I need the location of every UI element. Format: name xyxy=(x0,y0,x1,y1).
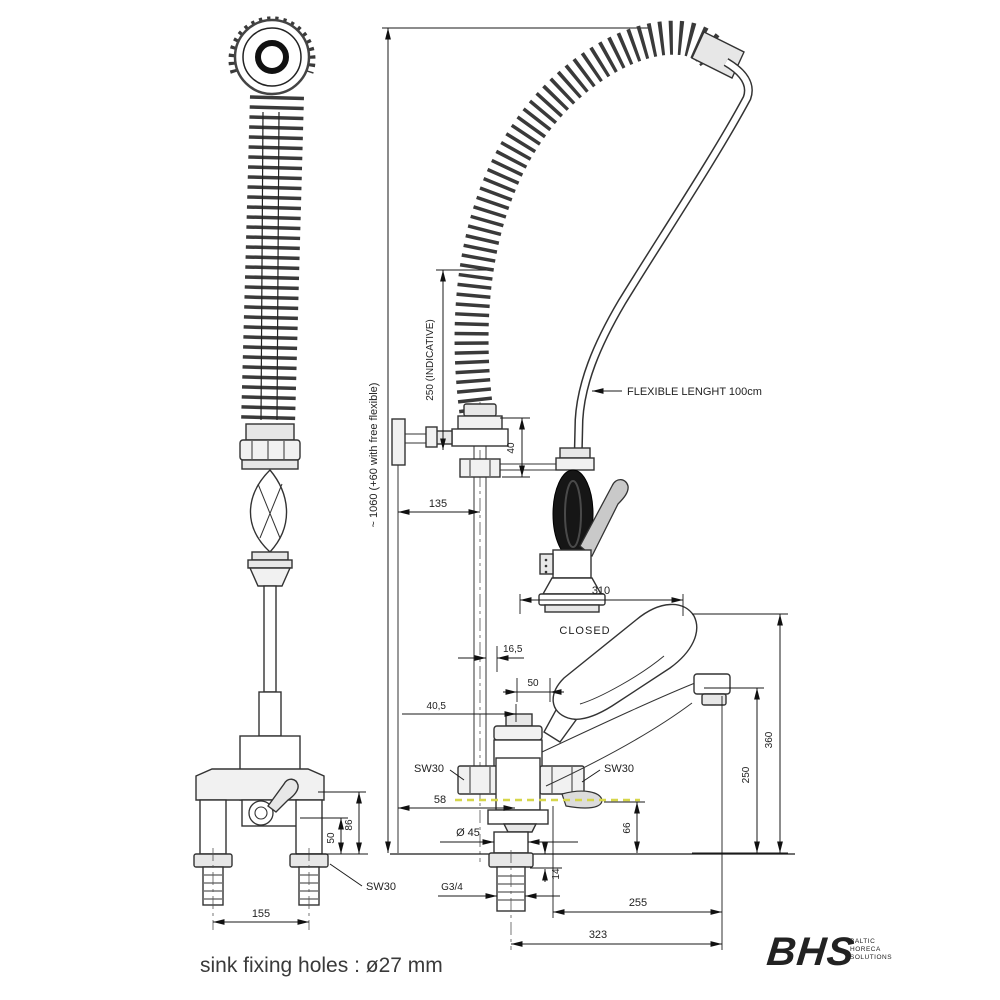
rigid-spout-tube xyxy=(573,58,753,463)
dim-14-label: 14 xyxy=(551,868,562,880)
wall-flange xyxy=(391,418,406,466)
bhs-logo-text: BHS xyxy=(765,930,857,974)
dim-40-5-label: 40,5 xyxy=(427,701,447,712)
dim-360-250: 360 250 xyxy=(692,613,788,854)
dim-50-left-label: 50 xyxy=(326,832,337,844)
dim-323-label: 323 xyxy=(589,929,607,941)
swivel-spout xyxy=(541,673,731,787)
coiled-hose-left xyxy=(241,95,304,425)
spring-indicative-dimension: 250 (INDICATIVE) xyxy=(425,269,486,450)
dim-58: 58 xyxy=(398,794,515,811)
sw30-left-view-label: SW30 xyxy=(366,881,396,893)
left-view: 50 86 155 SW30 xyxy=(193,16,396,930)
overall-height-dimension: ~ 1060 (+60 with free flexible) xyxy=(368,27,648,853)
sw30-right-view-right-label: SW30 xyxy=(604,763,634,775)
flexible-length-callout: FLEXIBLE LENGHT 100cm xyxy=(592,386,762,398)
aerator xyxy=(701,693,727,706)
dim-16-5-label: 16,5 xyxy=(503,644,523,655)
dim-310-label: 310 xyxy=(592,585,610,597)
dim-40: 40 xyxy=(500,417,530,478)
sw30-right-view-left-label: SW30 xyxy=(414,763,444,775)
sw30-callouts: SW30 SW30 xyxy=(414,763,634,783)
right-view: ~ 1060 (+60 with free flexible) FLEXIBLE… xyxy=(368,20,795,950)
closed-label: CLOSED xyxy=(559,625,610,637)
dim-50-right-label: 50 xyxy=(527,678,539,689)
bhs-logo-sub-1: BALTIC xyxy=(850,938,875,945)
spray-trigger-lever xyxy=(579,478,629,558)
dim-40-5: 40,5 xyxy=(402,701,517,722)
overall-height-label: ~ 1060 (+60 with free flexible) xyxy=(368,383,380,528)
dim-50-right: 50 xyxy=(503,678,564,702)
dim-135-label: 135 xyxy=(429,498,447,510)
sink-fixing-note: sink fixing holes : ø27 mm xyxy=(200,954,443,977)
mounting-legs xyxy=(193,799,329,930)
dim-310: 310 xyxy=(519,585,684,616)
swivel-link-assembly xyxy=(239,423,301,587)
dim-360-label: 360 xyxy=(764,731,775,748)
bhs-logo-sub-2: HORECA xyxy=(850,946,881,953)
dim-250-label: 250 xyxy=(741,766,752,783)
dim-66-label: 66 xyxy=(622,822,633,834)
thread-callout: G3/4 xyxy=(438,882,560,899)
left-view-dimensions: 50 86 155 SW30 xyxy=(213,791,396,925)
sw30-nut-right xyxy=(539,765,585,795)
dim-40-label: 40 xyxy=(506,442,517,454)
dim-14: 14 xyxy=(530,842,562,882)
bhs-logo: BHS BALTIC HORECA SOLUTIONS xyxy=(765,930,892,974)
dim-66: 66 xyxy=(604,801,645,853)
spout-outlet xyxy=(693,673,731,695)
bhs-logo-sub-3: SOLUTIONS xyxy=(850,954,892,961)
dim-86-left-label: 86 xyxy=(344,819,355,831)
lever-handle-left xyxy=(267,778,299,813)
riser-clamp xyxy=(459,458,501,478)
flexible-length-label: FLEXIBLE LENGHT 100cm xyxy=(627,386,762,398)
coiled-hose-right xyxy=(454,20,745,433)
spring-indicative-label: 250 (INDICATIVE) xyxy=(425,319,436,401)
deck-and-shank xyxy=(390,850,795,950)
faucet-body-left xyxy=(195,735,325,827)
dim-255-label: 255 xyxy=(629,897,647,909)
hanging-ring xyxy=(228,16,316,96)
down-tube xyxy=(258,585,282,737)
dim-155-label: 155 xyxy=(252,908,270,920)
dim-16-5: 16,5 xyxy=(458,644,524,672)
thread-label: G3/4 xyxy=(441,882,463,893)
dim-255-323: 255 323 xyxy=(511,696,723,950)
dim-dia-45-label: Ø 45 xyxy=(456,827,480,839)
dim-58-label: 58 xyxy=(434,794,446,806)
lever-handle-closed: CLOSED xyxy=(543,603,698,743)
dim-135: 135 xyxy=(398,498,480,515)
spray-gun xyxy=(538,447,629,613)
